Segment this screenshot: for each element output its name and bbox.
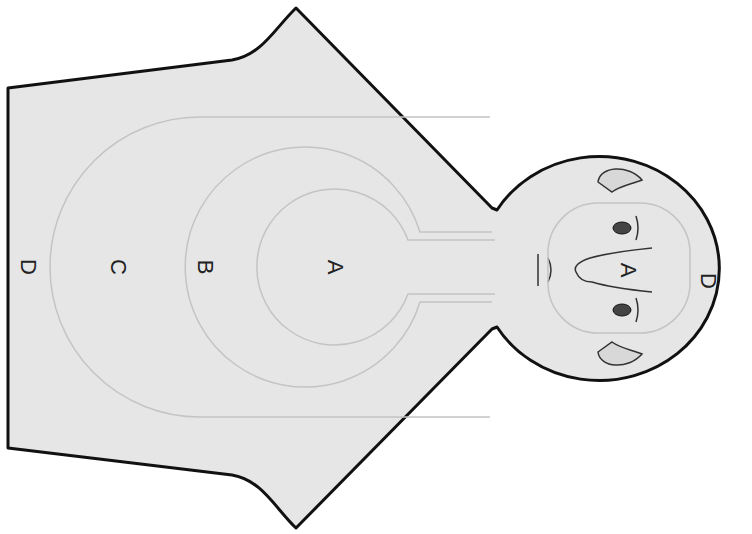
zone-letter: B (194, 260, 216, 275)
zone-letter: A (324, 260, 346, 275)
c-zone: CBA (50, 117, 490, 417)
nose-drawing (575, 248, 652, 292)
ear-drawing (598, 342, 642, 365)
zone-letter: D (17, 259, 39, 275)
mouth-drawing (538, 254, 551, 286)
zone-outline (185, 147, 492, 387)
zone-outline (50, 117, 490, 417)
b-zone: BA (185, 147, 490, 387)
head-a-zone: A (548, 203, 690, 333)
zone-letter: D (697, 273, 719, 289)
eye-drawing (613, 222, 631, 234)
zone-shape (257, 189, 495, 345)
silhouette-outline (8, 8, 719, 528)
eye-drawing (613, 304, 631, 316)
zone-outline (257, 189, 495, 345)
brow-drawing (636, 298, 638, 322)
brow-drawing (636, 216, 638, 240)
ear-drawing (598, 169, 642, 192)
head-zone: DA (490, 155, 725, 380)
zone-letter: C (107, 259, 129, 275)
a-zone: A (257, 189, 495, 345)
zone-letter: A (617, 263, 639, 278)
zone-outline (548, 203, 690, 333)
